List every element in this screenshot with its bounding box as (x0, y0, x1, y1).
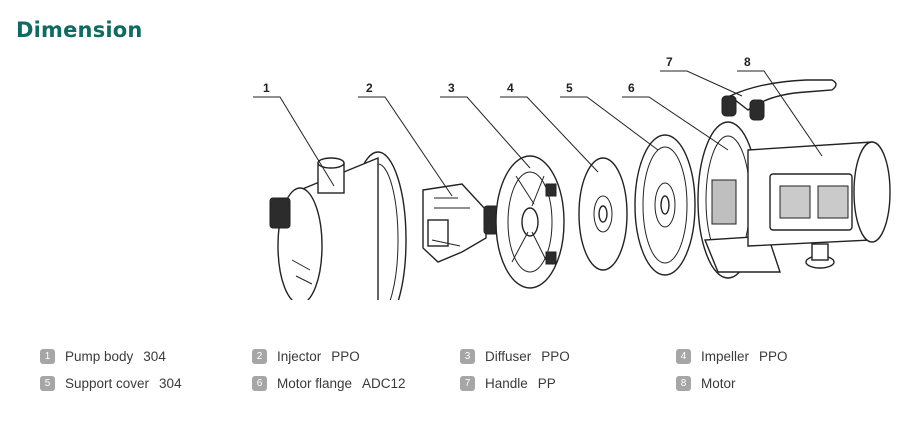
legend-name: Impeller (701, 349, 750, 364)
legend-badge: 6 (252, 376, 267, 391)
legend-material: 304 (143, 349, 166, 364)
legend-item-handle: 7 Handle PP (460, 376, 556, 391)
legend-badge: 1 (40, 349, 55, 364)
injector-part (422, 183, 499, 263)
legend-badge: 8 (676, 376, 691, 391)
legend-material: 304 (159, 376, 182, 391)
legend-name: Diffuser (485, 349, 532, 364)
legend-name: Pump body (65, 349, 134, 364)
legend-badge: 5 (40, 376, 55, 391)
callout-4: 4 (507, 81, 514, 95)
legend-name: Motor flange (277, 376, 353, 391)
legend-name: Handle (485, 376, 528, 391)
legend-material: PPO (759, 349, 788, 364)
legend-name: Support cover (65, 376, 150, 391)
impeller-part (578, 157, 628, 271)
callout-numbers: 1 2 3 4 5 6 7 8 (263, 55, 751, 95)
support-cover-part (634, 134, 696, 276)
legend-item-diffuser: 3 Diffuser PPO (460, 349, 570, 364)
legend-item-injector: 2 Injector PPO (252, 349, 360, 364)
legend-badge: 3 (460, 349, 475, 364)
legend-material: ADC12 (362, 376, 406, 391)
legend-name: Motor (701, 376, 736, 391)
leader-lines (253, 70, 823, 197)
callout-6: 6 (628, 81, 635, 95)
legend-badge: 7 (460, 376, 475, 391)
legend-item-impeller: 4 Impeller PPO (676, 349, 788, 364)
callout-1: 1 (263, 81, 270, 95)
callout-3: 3 (448, 81, 455, 95)
legend-item-pump-body: 1 Pump body 304 (40, 349, 166, 364)
legend-material: PPO (331, 349, 360, 364)
diffuser-part (495, 155, 565, 289)
callout-5: 5 (566, 81, 573, 95)
page-title: Dimension (16, 18, 143, 42)
pump-body-part (269, 151, 407, 300)
legend-item-motor-flange: 6 Motor flange ADC12 (252, 376, 406, 391)
legend-badge: 4 (676, 349, 691, 364)
legend-material: PP (537, 376, 556, 391)
callout-7: 7 (666, 55, 673, 69)
legend-badge: 2 (252, 349, 267, 364)
legend-material: PPO (541, 349, 570, 364)
callout-8: 8 (744, 55, 751, 69)
handle-part (721, 79, 837, 121)
legend-item-support-cover: 5 Support cover 304 (40, 376, 182, 391)
callout-2: 2 (366, 81, 373, 95)
motor-part (747, 141, 891, 269)
legend-name: Injector (277, 349, 322, 364)
exploded-pump-diagram: .o { fill: #fff; stroke: #222; stroke-wi… (253, 55, 891, 300)
legend-item-motor: 8 Motor (676, 376, 746, 391)
